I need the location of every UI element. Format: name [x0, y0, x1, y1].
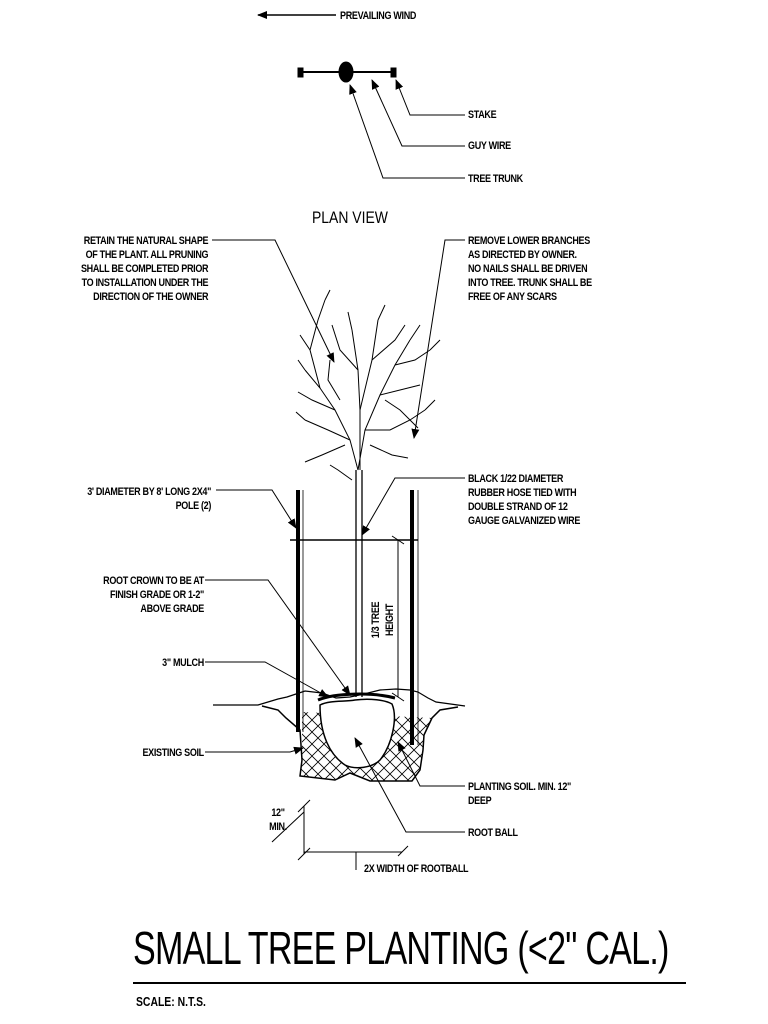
existing-grade-line	[213, 688, 466, 707]
scale-note: SCALE: N.T.S.	[136, 994, 206, 1009]
stake-left-plan	[297, 67, 304, 78]
tree-trunk-leader	[349, 84, 465, 179]
planting-soil-leader	[397, 741, 465, 787]
plan-view-title: PLAN VIEW	[312, 208, 388, 227]
planting-section	[205, 239, 466, 870]
hose-note: BLACK 1/22 DIAMETER RUBBER HOSE TIED WIT…	[468, 473, 581, 527]
mulch-note: 3" MULCH	[162, 657, 204, 669]
planting-soil-note: PLANTING SOIL. MIN. 12" DEEP	[468, 781, 571, 807]
pole-right	[410, 490, 414, 745]
stake-leader	[395, 79, 465, 116]
width-note: 2X WIDTH OF ROOTBALL	[364, 863, 469, 875]
mulch-leader	[205, 661, 329, 698]
min-depth-note: 12" MIN.	[269, 807, 287, 833]
existing-soil-note: EXISTING SOIL	[142, 747, 205, 759]
root-crown-note: ROOT CROWN TO BE AT FINISH GRADE OR 1-2"…	[103, 575, 204, 615]
retain-shape-leader	[212, 239, 335, 363]
stake-right-plan	[390, 67, 397, 78]
tree-height-tick-top	[391, 535, 405, 545]
tree-height-note: 1/3 TREE HEIGHT	[370, 601, 396, 639]
plan-view	[257, 11, 465, 179]
tree-trunk-plan	[338, 61, 354, 83]
pole-note: 3' DIAMETER BY 8' LONG 2X4" POLE (2)	[87, 486, 211, 512]
remove-branches-note: REMOVE LOWER BRANCHES AS DIRECTED BY OWN…	[468, 235, 592, 303]
root-ball	[319, 698, 396, 769]
mulch-layer	[317, 692, 396, 702]
guy-wire-leader	[371, 79, 465, 147]
remove-branches-leader	[411, 239, 465, 439]
pole-left	[296, 490, 300, 732]
root-ball-leader	[354, 737, 465, 833]
root-ball-note: ROOT BALL	[468, 827, 518, 839]
depth-dim-leader	[271, 811, 305, 843]
title-underline	[133, 982, 686, 984]
retain-shape-note: RETAIN THE NATURAL SHAPE OF THE PLANT. A…	[80, 235, 209, 303]
guy-wire-label: GUY WIRE	[468, 140, 511, 152]
pole-leader	[216, 489, 297, 529]
existing-soil-leader	[205, 746, 304, 755]
root-crown-leader	[205, 579, 351, 696]
stake-label: STAKE	[468, 109, 497, 121]
tree-trunk-label: TREE TRUNK	[468, 173, 523, 185]
drawing-title: SMALL TREE PLANTING (<2" CAL.)	[133, 922, 669, 974]
tree-height-tick-bottom	[391, 692, 405, 702]
tree-canopy	[295, 289, 441, 481]
hose-leader	[361, 477, 465, 536]
prevailing-wind-label: PREVAILING WIND	[340, 10, 417, 22]
